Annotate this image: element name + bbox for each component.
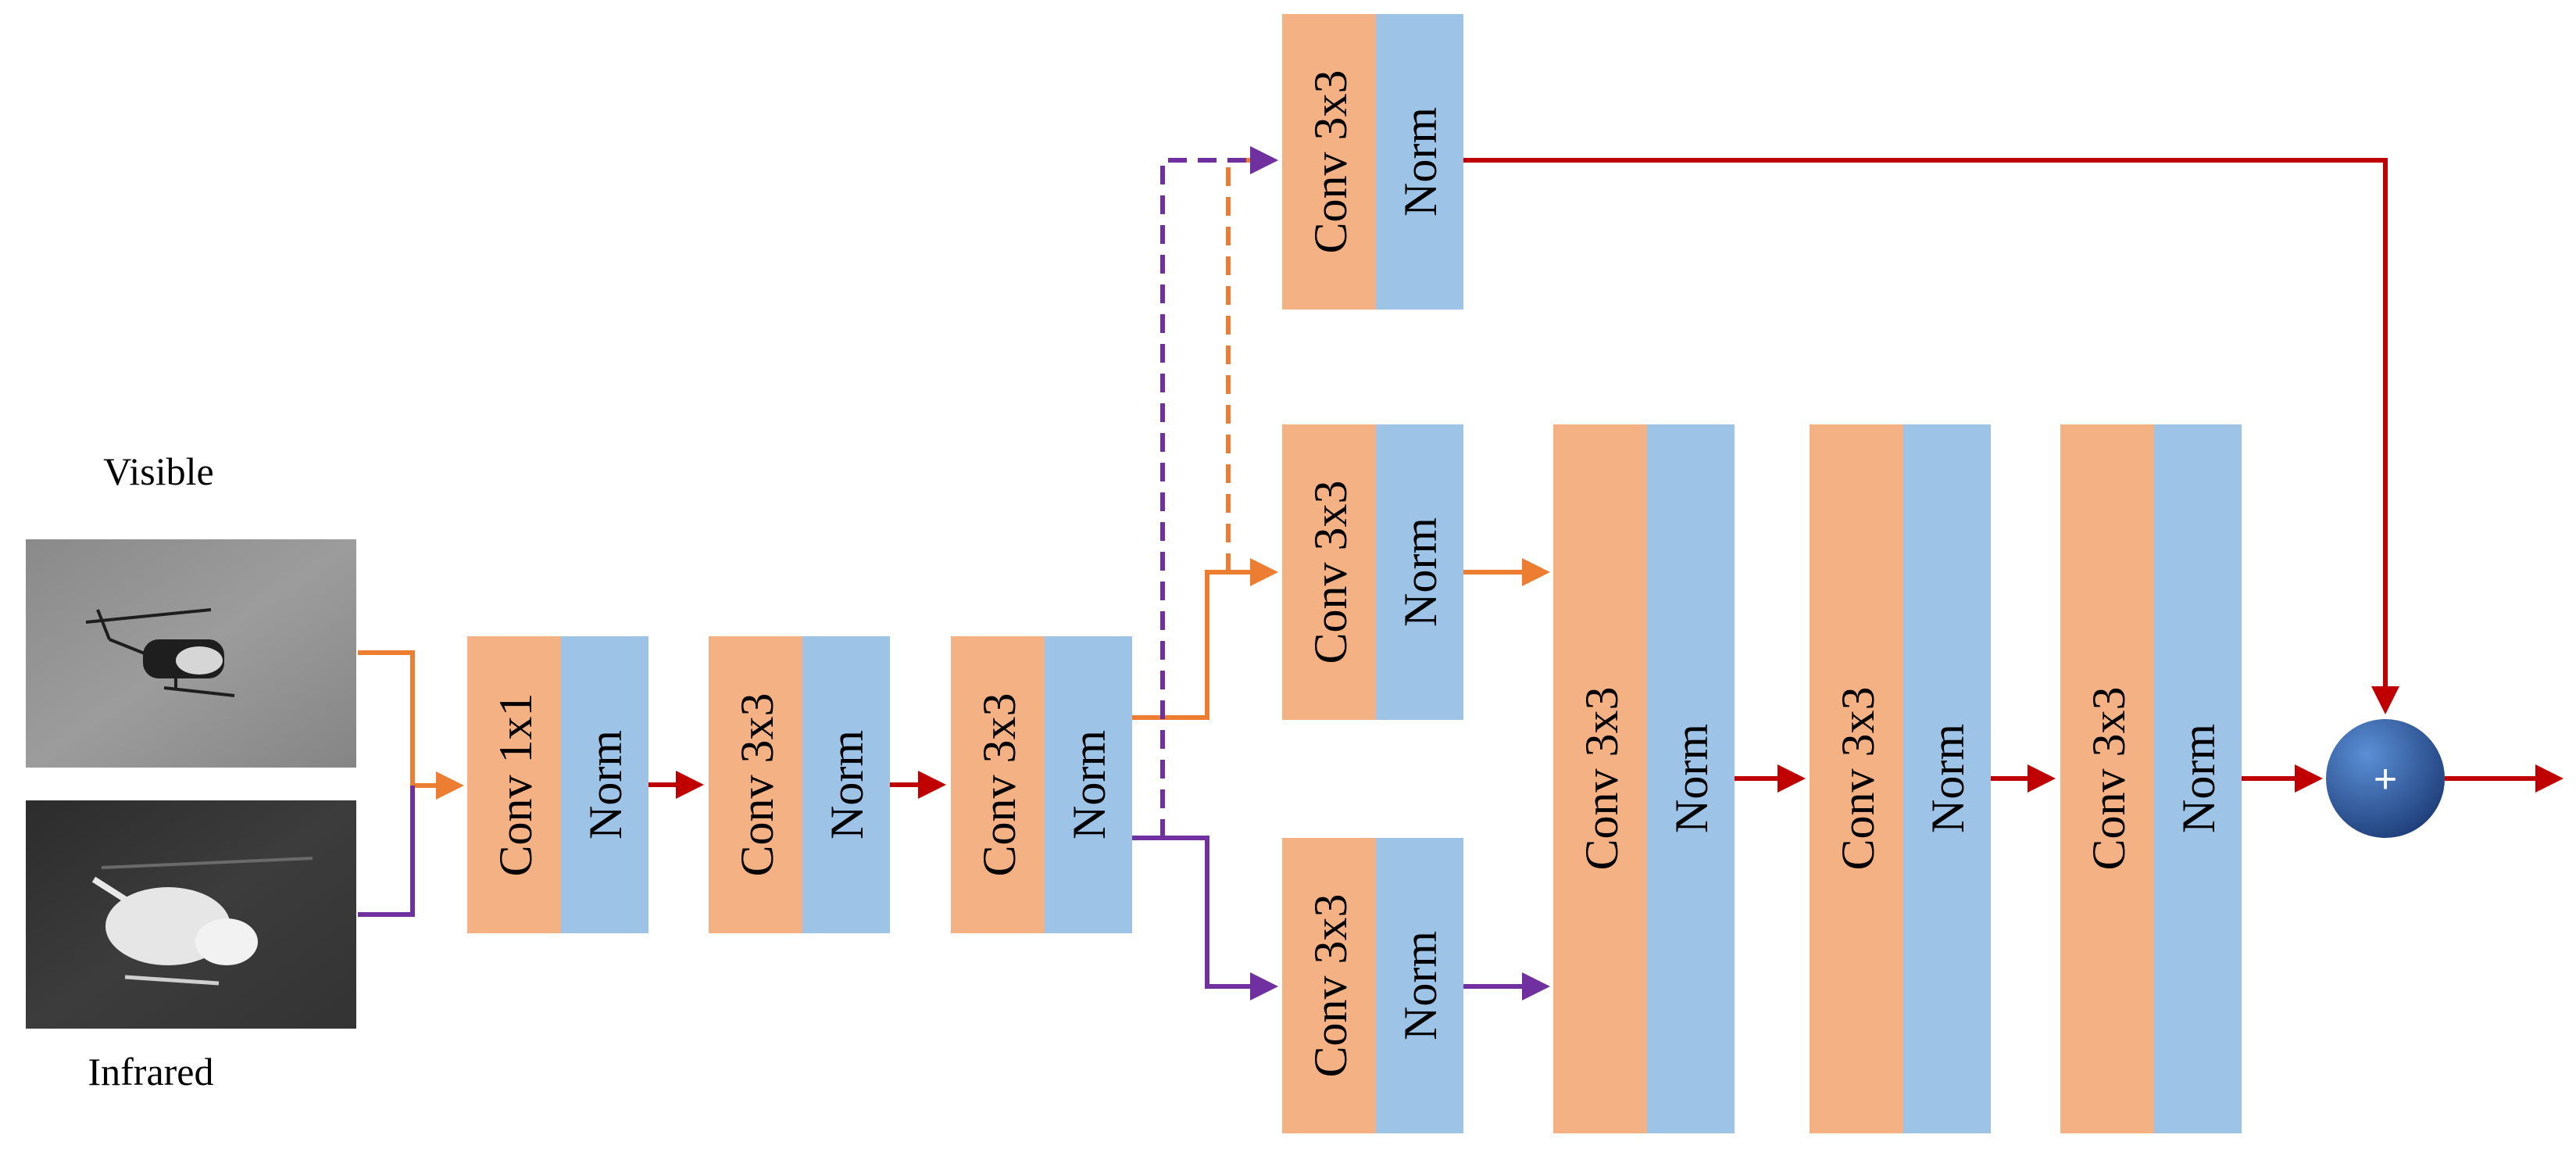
conv3x3-tall-block-3: Conv 3x3 Norm xyxy=(2060,424,2242,1133)
conv3x3-middle-block: Conv 3x3 Norm xyxy=(1282,424,1463,720)
conv3x3-label: Conv 3x3 xyxy=(1576,686,1627,870)
conv3x3-bottom-block: Conv 3x3 Norm xyxy=(1282,838,1463,1133)
norm-label: Norm xyxy=(1666,724,1717,833)
conv3x3-layer xyxy=(2060,424,2154,1133)
conv3x3-block-2: Conv 3x3 Norm xyxy=(709,636,890,933)
conv3x3-layer xyxy=(1282,14,1376,310)
norm-layer xyxy=(1045,636,1132,933)
conv3x3-layer xyxy=(951,636,1045,933)
infrared-label: Infrared xyxy=(88,1050,214,1094)
conv3x3-label: Conv 3x3 xyxy=(731,693,783,876)
conv3x3-tall-block-1: Conv 3x3 Norm xyxy=(1553,424,1735,1133)
conv3x3-label: Conv 3x3 xyxy=(2083,686,2135,870)
norm-label: Norm xyxy=(1063,730,1115,839)
norm-label: Norm xyxy=(821,730,873,839)
norm-layer xyxy=(2154,424,2242,1133)
norm-label: Norm xyxy=(1922,724,1974,833)
norm-layer xyxy=(1903,424,1991,1133)
conv1x1-block: Conv 1x1 Norm xyxy=(467,636,648,933)
conv1x1-layer xyxy=(467,636,561,933)
norm-label: Norm xyxy=(1395,107,1446,217)
conv3x3-label: Conv 3x3 xyxy=(1305,480,1356,664)
norm-layer xyxy=(1376,424,1463,720)
conv3x3-label: Conv 3x3 xyxy=(974,693,1025,876)
norm-layer xyxy=(1376,14,1463,310)
conv3x3-layer xyxy=(1553,424,1647,1133)
conv1x1-label: Conv 1x1 xyxy=(490,693,541,876)
norm-layer xyxy=(561,636,648,933)
visible-label: Visible xyxy=(103,449,213,493)
norm-layer xyxy=(1376,838,1463,1133)
conv3x3-label: Conv 3x3 xyxy=(1832,686,1884,870)
infrared-image xyxy=(26,800,356,1029)
add-node: + xyxy=(2326,719,2445,838)
visible-image xyxy=(26,539,356,768)
conv3x3-top-block: Conv 3x3 Norm xyxy=(1282,14,1463,310)
conv3x3-label: Conv 3x3 xyxy=(1305,70,1356,253)
norm-label: Norm xyxy=(1395,517,1446,627)
plus-icon: + xyxy=(2374,757,2397,802)
conv3x3-tall-block-2: Conv 3x3 Norm xyxy=(1810,424,1991,1133)
conv3x3-layer xyxy=(1810,424,1903,1133)
norm-layer xyxy=(1647,424,1735,1133)
norm-layer xyxy=(802,636,890,933)
norm-label: Norm xyxy=(580,730,631,839)
norm-label: Norm xyxy=(1395,931,1446,1040)
conv3x3-layer xyxy=(1282,838,1376,1133)
conv3x3-layer xyxy=(709,636,802,933)
conv3x3-label: Conv 3x3 xyxy=(1305,893,1356,1077)
conv3x3-block-3: Conv 3x3 Norm xyxy=(951,636,1132,933)
conv3x3-layer xyxy=(1282,424,1376,720)
norm-label: Norm xyxy=(2173,724,2224,833)
